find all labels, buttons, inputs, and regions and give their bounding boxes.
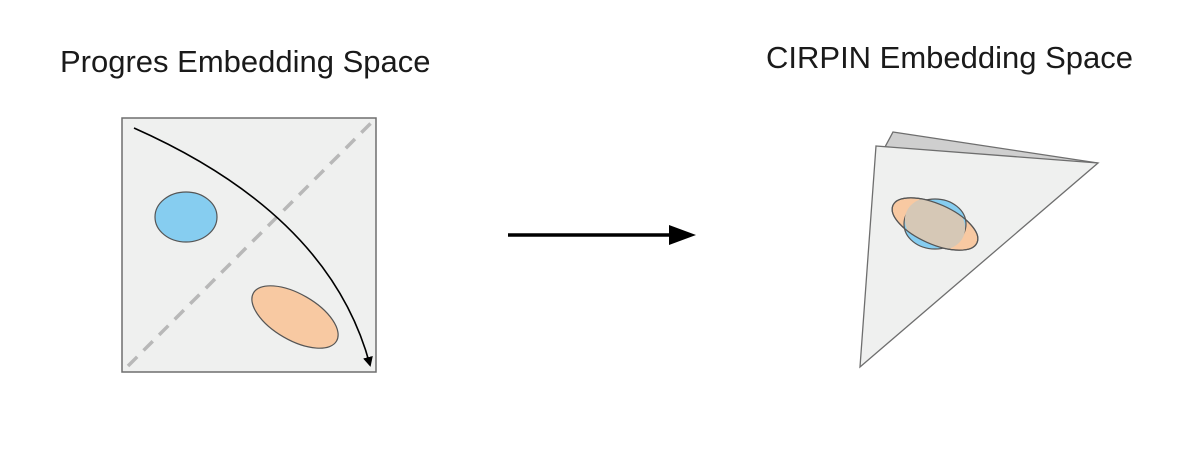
cirpin-space-panel — [859, 131, 1100, 369]
progres-space-panel — [121, 117, 377, 373]
orange-cluster — [251, 285, 339, 349]
blue-cluster — [154, 191, 218, 243]
right-panel-title: CIRPIN Embedding Space — [766, 40, 1134, 75]
decision-boundary-dashed-line — [126, 120, 374, 368]
orange-cluster-outline — [891, 197, 979, 251]
transform-arrow — [508, 225, 696, 245]
transform-arrow-head — [669, 225, 696, 245]
cirpin-panel-triangle — [859, 145, 1100, 369]
cluster-overlap — [896, 197, 974, 251]
left-panel-title: Progres Embedding Space — [60, 44, 431, 79]
curved-arrow — [133, 127, 373, 367]
